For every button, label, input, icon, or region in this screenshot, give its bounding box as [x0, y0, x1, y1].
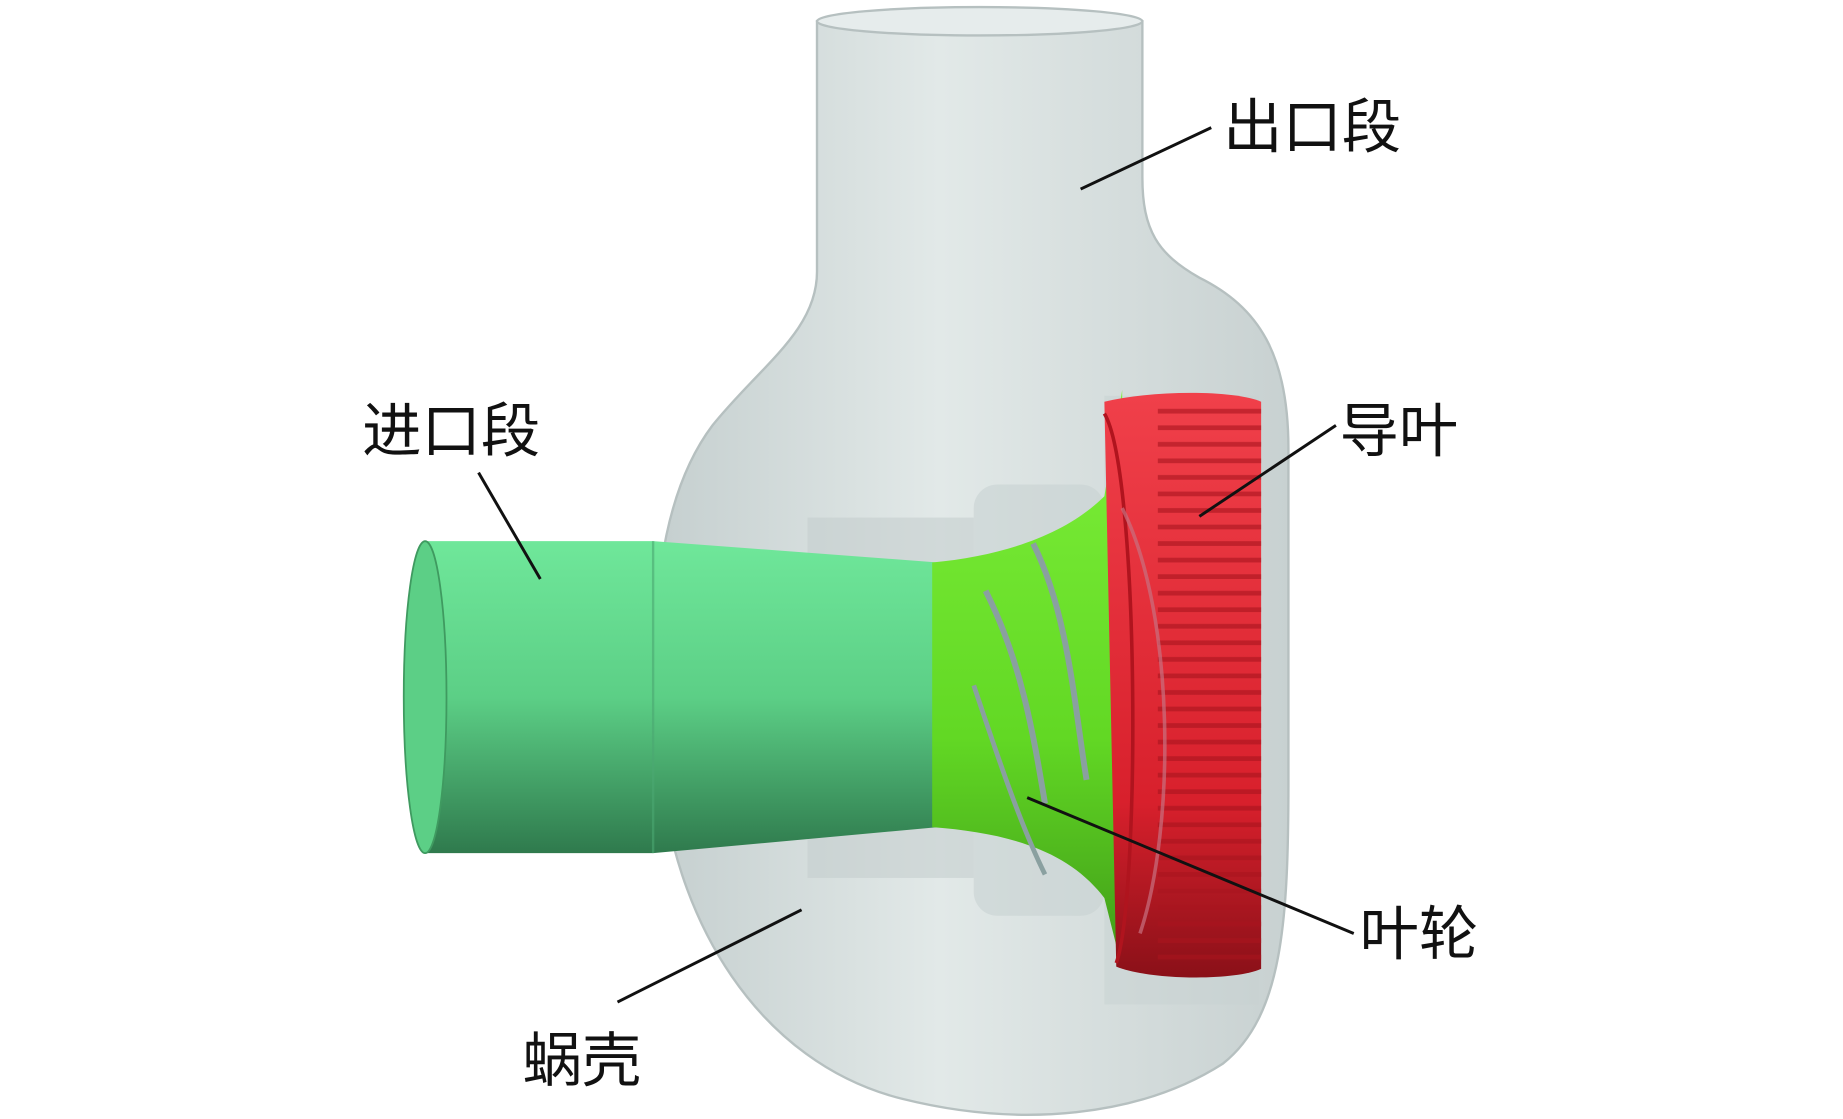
leader-outlet [1079, 126, 1212, 191]
leader-inlet [477, 471, 542, 580]
label-guide-vane: 导叶 [1340, 397, 1459, 466]
guide-vane [1102, 392, 1262, 978]
leader-impeller [1026, 796, 1355, 935]
label-inlet: 进口段 [362, 397, 540, 466]
label-impeller: 叶轮 [1360, 900, 1479, 969]
leader-volute [616, 908, 803, 1004]
label-outlet: 出口段 [1223, 93, 1401, 162]
label-volute: 蜗壳 [523, 1026, 642, 1095]
leader-guide-vane [1198, 424, 1337, 518]
impeller [932, 389, 1123, 969]
outlet-top-ellipse [815, 5, 1144, 37]
inlet-section [402, 540, 939, 855]
